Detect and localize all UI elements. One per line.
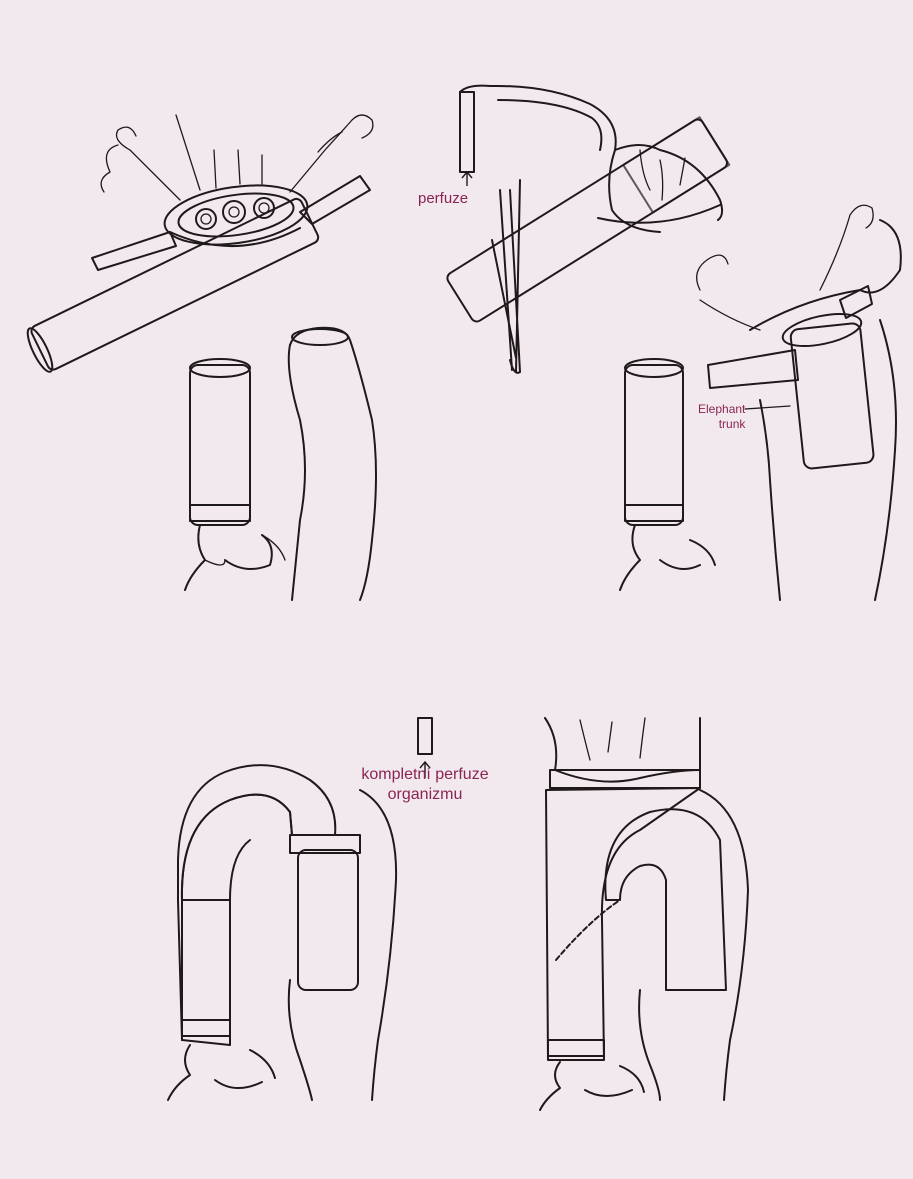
- aortic-island: [161, 177, 311, 252]
- complete-perfusion-label: kompletní perfuze organizmu: [346, 765, 504, 805]
- graft-tube: [29, 197, 320, 372]
- perfusion-cannula: [418, 718, 432, 754]
- distal-graft: [298, 850, 358, 990]
- panel-3-elephant-trunk: [620, 205, 901, 600]
- perfusion-arrow: [462, 172, 472, 186]
- perfusion-cannula: [460, 92, 474, 172]
- elephant-trunk-graft: [790, 323, 874, 470]
- complete-perfusion-label-line-2: organizmu: [346, 785, 504, 805]
- clamp: [492, 180, 520, 372]
- arch-graft: [605, 809, 726, 990]
- elephant-trunk-label-line-2: trunk: [698, 417, 745, 432]
- perfusion-label: perfuze: [418, 190, 468, 207]
- native-aorta: [290, 328, 376, 600]
- panel-1-arch-island: [23, 115, 376, 600]
- graft-segment: [190, 365, 250, 525]
- elephant-trunk-label: Elephant trunk: [698, 402, 745, 432]
- elephant-trunk-label-line-1: Elephant: [698, 402, 745, 417]
- panel-2-proximal-perfusion: [445, 86, 729, 373]
- graft-tube: [445, 117, 729, 323]
- panel-5-final-repair: [540, 718, 748, 1110]
- complete-perfusion-label-line-1: kompletní perfuze: [346, 765, 504, 785]
- graft-arch: [178, 765, 335, 1040]
- graft-segment: [625, 365, 683, 525]
